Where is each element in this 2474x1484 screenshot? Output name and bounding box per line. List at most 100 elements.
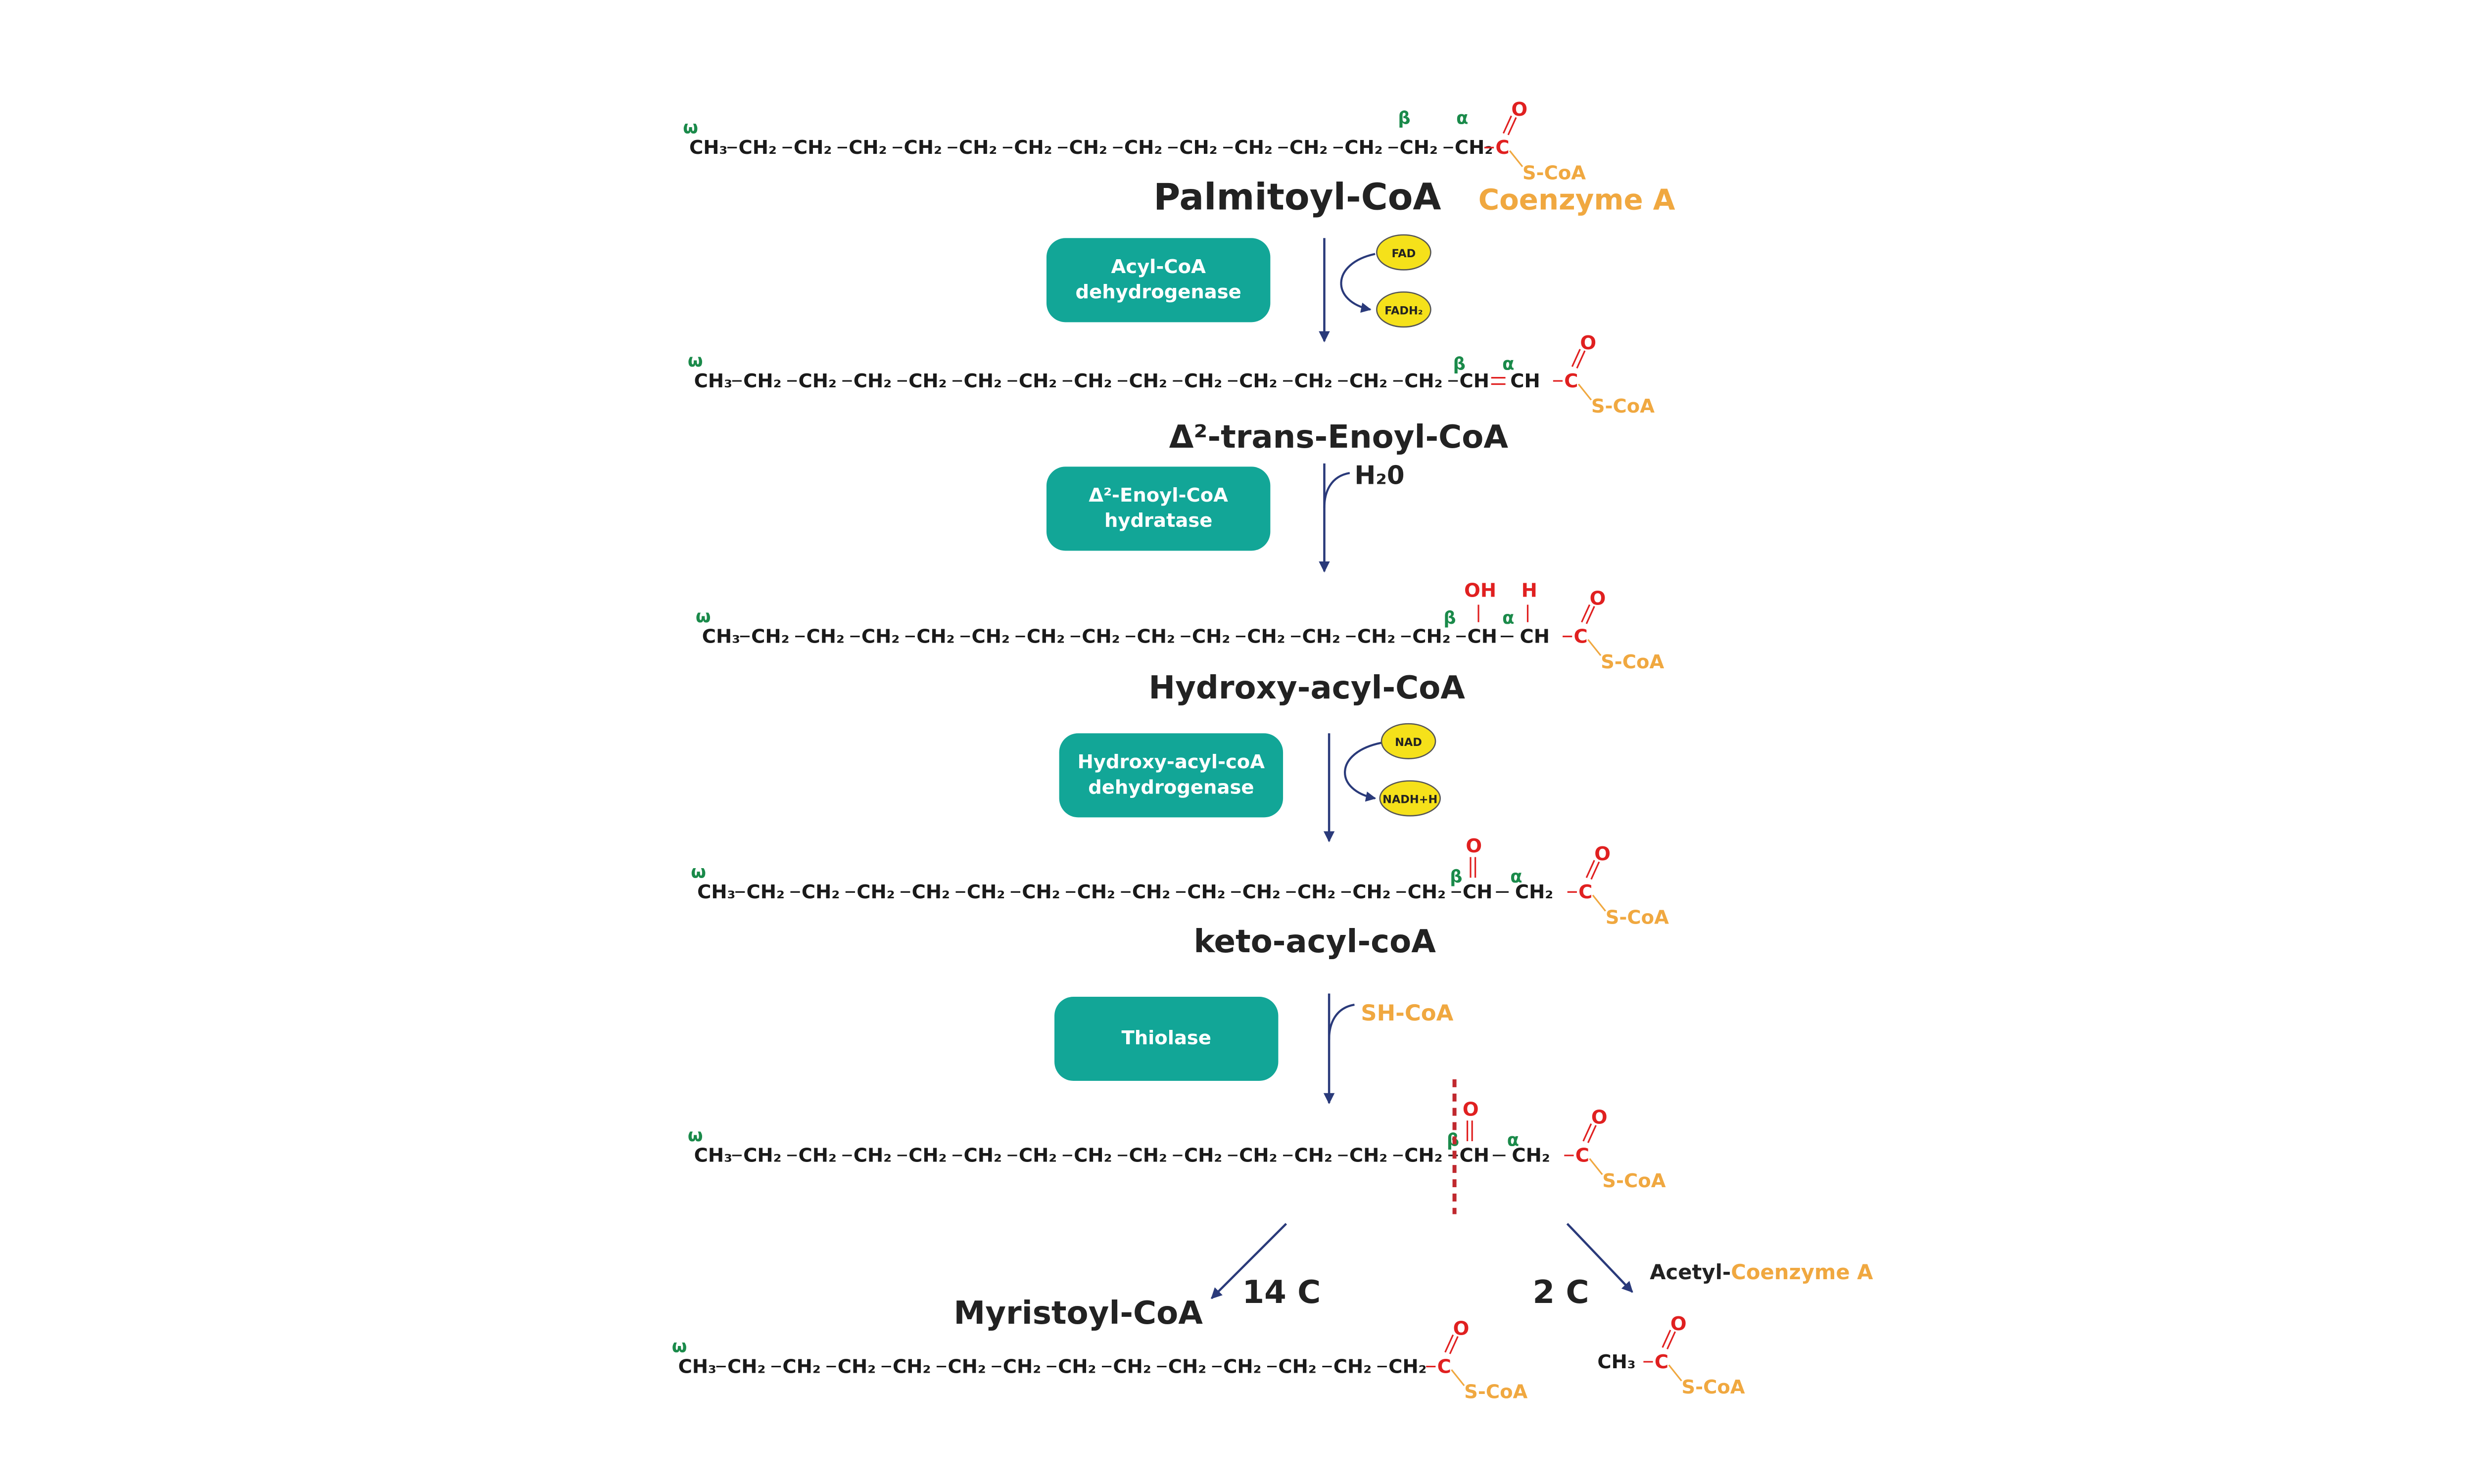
hydroxyl-group: OH (1464, 579, 1496, 602)
beta-label: β (1450, 867, 1462, 887)
ch2-group: CH₂ (1137, 625, 1175, 648)
ch2-group: CH₂ (1352, 881, 1390, 903)
nad-badge: NAD (1380, 723, 1436, 759)
scoa-group: S-CoA (1606, 906, 1669, 928)
carbonyl-oxygen: O (1590, 587, 1606, 609)
svg-text:hydratase: hydratase (1104, 510, 1212, 532)
carbonyl-carbon: C (1564, 370, 1578, 392)
svg-text:Δ²-Enoyl-CoA: Δ²-Enoyl-CoA (1089, 484, 1228, 507)
ch2-group: CH₂ (751, 625, 789, 648)
fad-badge: FAD (1376, 234, 1431, 271)
ch2-group: CH₂ (967, 881, 1005, 903)
svg-text:FADH₂: FADH₂ (1384, 304, 1423, 317)
carbon-count-14: 14 C (1242, 1274, 1321, 1311)
svg-text:Hydroxy-acyl-coA: Hydroxy-acyl-coA (1078, 751, 1265, 773)
double-bond (1662, 1330, 1671, 1348)
ch2-group: CH₂ (948, 1355, 986, 1378)
ch2-group: CH₂ (1239, 370, 1277, 392)
double-bond (1444, 1334, 1454, 1353)
double-bond (1590, 861, 1600, 880)
svg-text:FAD: FAD (1392, 247, 1416, 260)
alpha-label: α (1502, 608, 1514, 628)
enzyme-enoyl-coa-hydratase: Δ²-Enoyl-CoA hydratase (1046, 466, 1271, 551)
single-bond (1587, 639, 1602, 656)
alpha-label: α (1510, 867, 1522, 887)
ch2-group: CH₂ (893, 1355, 931, 1378)
ch2-group: CH₂ (727, 1355, 765, 1378)
product-arrow-2c (1566, 1223, 1633, 1293)
enzyme-acyl-coa-dehydrogenase: Acyl-CoA dehydrogenase (1046, 238, 1271, 323)
carbonyl-oxygen: O (1511, 98, 1527, 121)
scoa-group: S-CoA (1522, 162, 1586, 185)
ch2-group: CH₂ (1404, 370, 1442, 392)
enzyme-thiolase: Thiolase (1054, 996, 1279, 1081)
ch2-group: CH₂ (794, 137, 832, 159)
palmitoyl-coa-label: Palmitoyl-CoA (1153, 177, 1441, 219)
single-bond (1668, 1364, 1682, 1382)
ch2-group: CH₂ (1192, 625, 1230, 648)
shcoa-input-arrow (1328, 1003, 1355, 1040)
double-bond (1449, 1336, 1459, 1354)
ch2-group: CH₂ (802, 881, 840, 903)
ch2-group: CH₂ (908, 1145, 947, 1167)
svg-text:Acyl-CoA: Acyl-CoA (1111, 256, 1206, 278)
keto-oxygen: O (1466, 835, 1482, 857)
ch2-group: CH₂ (1014, 137, 1052, 159)
scoa-group: S-CoA (1602, 1170, 1665, 1192)
ch2-group: CH₂ (798, 1145, 836, 1167)
ch2-group: CH₂ (1294, 370, 1332, 392)
ch2-group: CH₂ (1113, 1355, 1151, 1378)
ch2-group: CH₂ (1069, 137, 1107, 159)
single-bond (1509, 150, 1523, 167)
ch2-group: CH₂ (1074, 370, 1112, 392)
ch2-group: CH₂ (1247, 625, 1285, 648)
ch2-group: CH₂ (1223, 1355, 1261, 1378)
ch2-group: CH₂ (854, 1145, 892, 1167)
ch2-group: CH₂ (854, 370, 892, 392)
ch2-group: CH₂ (1388, 1355, 1427, 1378)
carbonyl-oxygen: O (1591, 1107, 1608, 1129)
omega-label: ω (691, 862, 706, 882)
ch2-group: CH₂ (1077, 881, 1115, 903)
beta-ch2: CH₂ (1400, 137, 1438, 159)
ch2-group: CH₂ (849, 137, 887, 159)
ch2-group: CH₂ (856, 881, 895, 903)
ch2-group: CH₂ (1344, 137, 1382, 159)
double-bond (1576, 350, 1586, 369)
carbonyl-carbon: C (1578, 881, 1592, 903)
ch2-group: CH₂ (1278, 1355, 1316, 1378)
scoa-group: S-CoA (1681, 1376, 1745, 1398)
acetyl-coa-label: Acetyl-Coenzyme A (1650, 1260, 1873, 1284)
double-bond (1587, 1125, 1597, 1143)
double-bond (1507, 117, 1517, 136)
ch2-group: CH₂ (1019, 370, 1057, 392)
omega-label: ω (683, 118, 698, 138)
ch2-group: CH₂ (1129, 1145, 1167, 1167)
beta-label: β (1398, 108, 1410, 128)
carbonyl-carbon: C (1575, 1145, 1589, 1167)
ch3-group: CH₃ (702, 625, 740, 648)
beta-label: β (1443, 608, 1456, 628)
carbon-count-2: 2 C (1533, 1274, 1589, 1311)
ch2-group: CH₂ (1124, 137, 1162, 159)
ch2-group: CH₂ (1179, 137, 1217, 159)
double-bond (1581, 604, 1591, 623)
double-bond (1582, 1123, 1592, 1142)
ch2-group: CH₂ (1349, 370, 1387, 392)
omega-label: ω (696, 606, 711, 627)
carbonyl-carbon: C (1574, 625, 1588, 648)
double-bond (1502, 115, 1512, 134)
alpha-label: α (1456, 108, 1468, 128)
ch3-group: CH₃ (694, 370, 732, 392)
single-bond (1589, 1158, 1603, 1175)
ch2-group: CH₂ (1003, 1355, 1041, 1378)
ch2-group: CH₂ (1027, 625, 1065, 648)
hydrogen-atom: H (1522, 579, 1537, 602)
coenzyme-a-label: Coenzyme A (1478, 183, 1675, 217)
fadh2-badge: FADH₂ (1376, 291, 1431, 328)
alpha-label: α (1502, 354, 1514, 374)
ch2-group: CH₂ (782, 1355, 820, 1378)
